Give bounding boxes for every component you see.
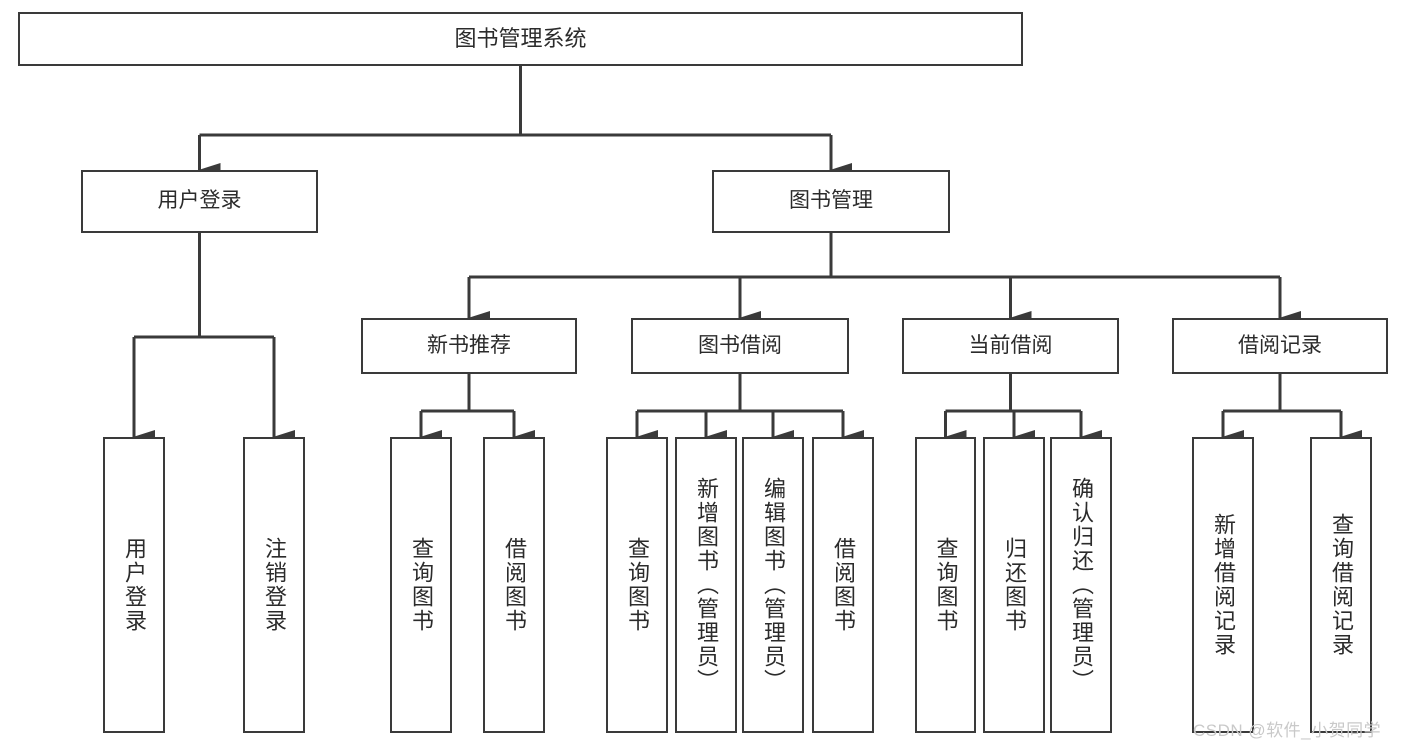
node-book-borrow[interactable]: 图书借阅	[631, 318, 849, 374]
node-new-book-recommend-label: 新书推荐	[427, 333, 511, 357]
leaf-query-borrow-record-label: 查询借阅记录	[1329, 513, 1354, 657]
leaf-edit-book-admin[interactable]: 编辑图书（管理员）	[742, 437, 804, 733]
leaf-user-login-label: 用户登录	[122, 537, 147, 633]
leaf-add-borrow-record[interactable]: 新增借阅记录	[1192, 437, 1254, 733]
node-current-borrow[interactable]: 当前借阅	[902, 318, 1119, 374]
node-book-management[interactable]: 图书管理	[712, 170, 950, 233]
node-borrow-record-label: 借阅记录	[1238, 333, 1322, 357]
leaf-add-borrow-record-label: 新增借阅记录	[1211, 513, 1236, 657]
leaf-query-book-current-label: 查询图书	[933, 537, 959, 633]
leaf-query-book-recommend-label: 查询图书	[409, 537, 434, 633]
leaf-borrow-book-label: 借阅图书	[831, 537, 856, 633]
node-root-book-management-system[interactable]: 图书管理系统	[18, 12, 1023, 66]
leaf-borrow-book[interactable]: 借阅图书	[812, 437, 874, 733]
leaf-logout-label: 注销登录	[262, 537, 287, 633]
leaf-logout[interactable]: 注销登录	[243, 437, 305, 733]
leaf-edit-book-admin-label: 编辑图书（管理员）	[761, 477, 786, 693]
leaf-query-borrow-record[interactable]: 查询借阅记录	[1310, 437, 1372, 733]
leaf-add-book-admin-label: 新增图书（管理员）	[694, 477, 719, 693]
leaf-return-book-label: 归还图书	[1002, 537, 1027, 633]
leaf-confirm-return-admin[interactable]: 确认归还（管理员）	[1050, 437, 1112, 733]
leaf-add-book-admin[interactable]: 新增图书（管理员）	[675, 437, 737, 733]
leaf-query-book-borrow[interactable]: 查询图书	[606, 437, 668, 733]
leaf-borrow-book-recommend[interactable]: 借阅图书	[483, 437, 545, 733]
leaf-query-book-recommend[interactable]: 查询图书	[390, 437, 452, 733]
node-root-label: 图书管理系统	[454, 26, 587, 52]
node-user-login[interactable]: 用户登录	[81, 170, 318, 233]
node-new-book-recommend[interactable]: 新书推荐	[361, 318, 577, 374]
node-book-management-label: 图书管理	[789, 189, 873, 213]
leaf-return-book[interactable]: 归还图书	[983, 437, 1045, 733]
node-current-borrow-label: 当前借阅	[968, 333, 1053, 357]
leaf-query-book-current[interactable]: 查询图书	[915, 437, 976, 733]
node-borrow-record[interactable]: 借阅记录	[1172, 318, 1388, 374]
leaf-user-login[interactable]: 用户登录	[103, 437, 165, 733]
leaf-confirm-return-admin-label: 确认归还（管理员）	[1069, 477, 1094, 693]
node-book-borrow-label: 图书借阅	[698, 333, 782, 357]
leaf-query-book-borrow-label: 查询图书	[625, 537, 650, 633]
leaf-borrow-book-recommend-label: 借阅图书	[502, 537, 527, 633]
node-user-login-label: 用户登录	[157, 189, 242, 213]
